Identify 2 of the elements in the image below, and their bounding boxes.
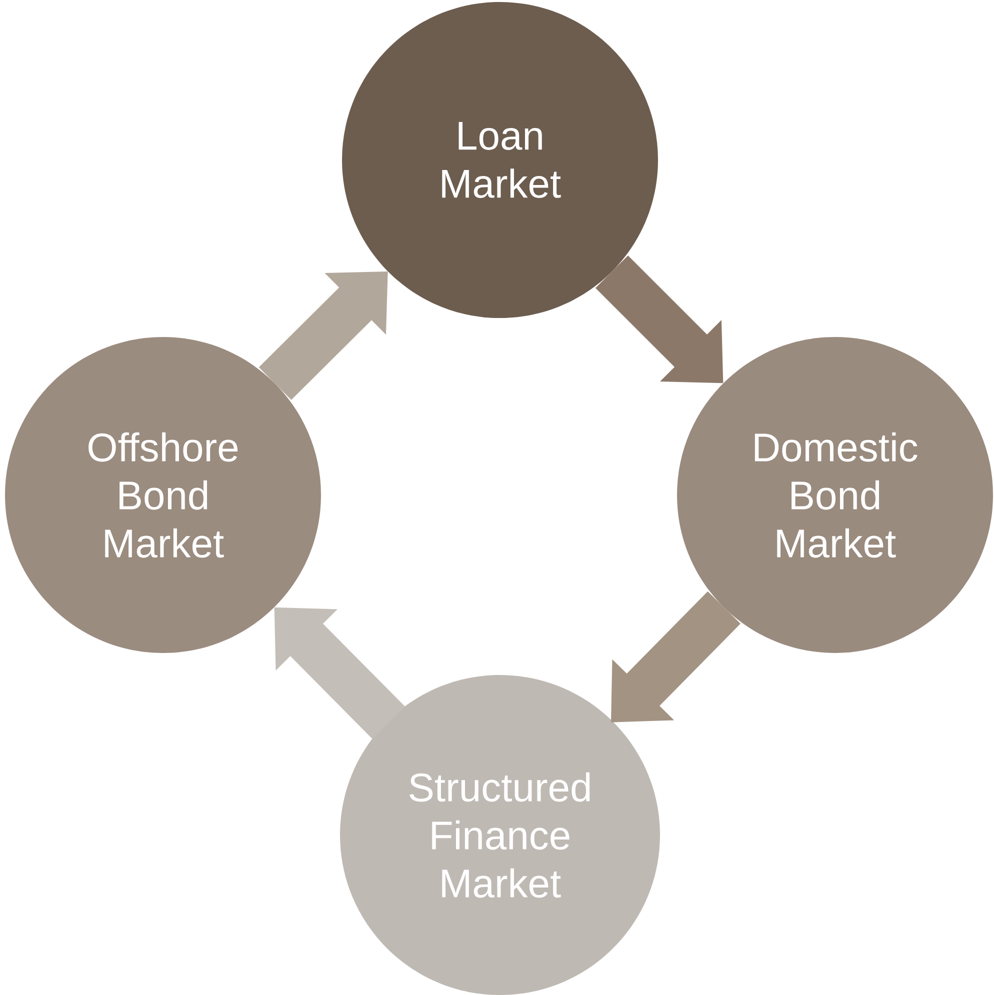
block-arrow [258,272,388,400]
block-arrow [611,591,740,722]
